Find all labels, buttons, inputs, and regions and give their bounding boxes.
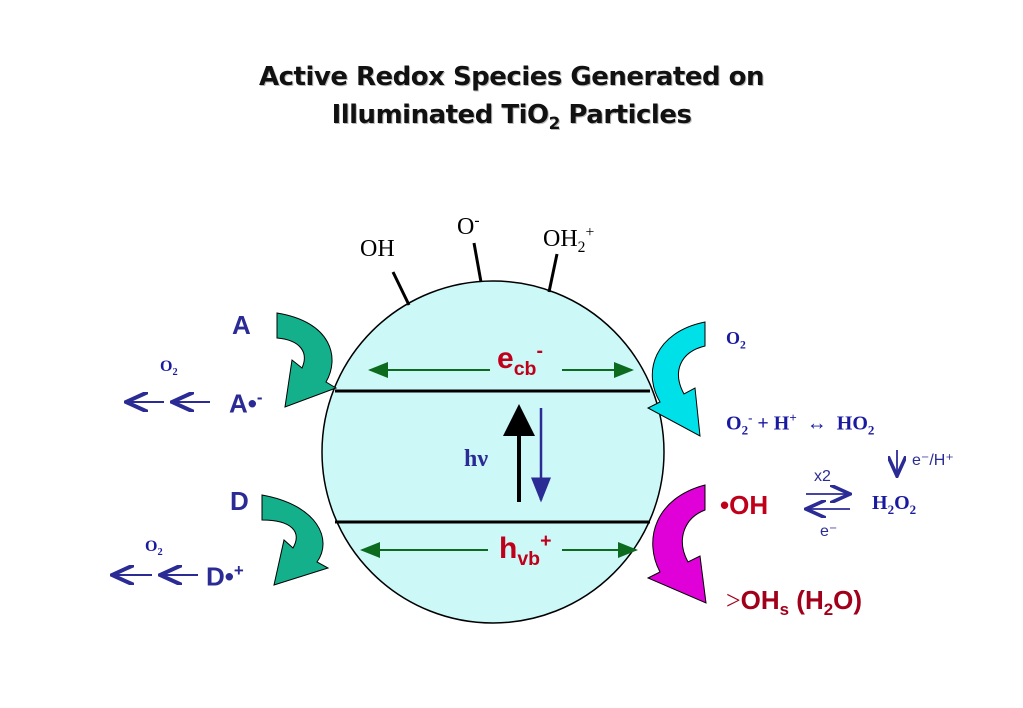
- oxygen-label: O2: [726, 328, 746, 352]
- title-line-1: Active Redox Species Generated on: [259, 62, 765, 92]
- photon-energy-label: hν: [464, 446, 489, 472]
- electron-label: e⁻: [820, 523, 838, 540]
- hydrogen-peroxide-label: H2O2: [872, 492, 917, 517]
- tio2-particle: [321, 280, 665, 624]
- donor-curved-arrow: [261, 494, 330, 586]
- oxygen-curved-arrow: [646, 321, 706, 437]
- acceptor-label: A: [232, 310, 251, 340]
- valence-band-hole-label: hvb+: [499, 530, 552, 570]
- surface-hydroxyl-label: >OHs (H2O): [726, 585, 863, 620]
- surface-oh2-plus-label: OH2+: [543, 224, 595, 256]
- hole-curved-arrow: [646, 484, 707, 604]
- donor-radical-label: D•+: [206, 561, 244, 592]
- acceptor-radical-label: A•-: [229, 388, 263, 419]
- hydroxyl-radical-label: •OH: [720, 490, 769, 520]
- title-line-2: Illuminated TiO2 Particles: [331, 100, 692, 134]
- surface-o-minus-label: O-: [457, 212, 480, 240]
- donor-label: D: [230, 486, 249, 516]
- donor-o2-label: O2: [145, 538, 163, 559]
- x2-label: x2: [814, 468, 831, 485]
- conduction-band-electron-label: ecb-: [497, 340, 543, 380]
- acceptor-curved-arrow: [276, 312, 338, 408]
- surface-oh2-bond: [547, 253, 559, 293]
- surface-oh-label: OH: [360, 236, 395, 262]
- surface-oh-bond: [391, 271, 411, 306]
- surface-o-bond: [472, 242, 483, 283]
- electron-proton-label: e⁻/H⁺: [912, 452, 954, 469]
- superoxide-equation: O2- + H+ ↔ HO2: [726, 410, 875, 438]
- acceptor-o2-label: O2: [160, 358, 178, 379]
